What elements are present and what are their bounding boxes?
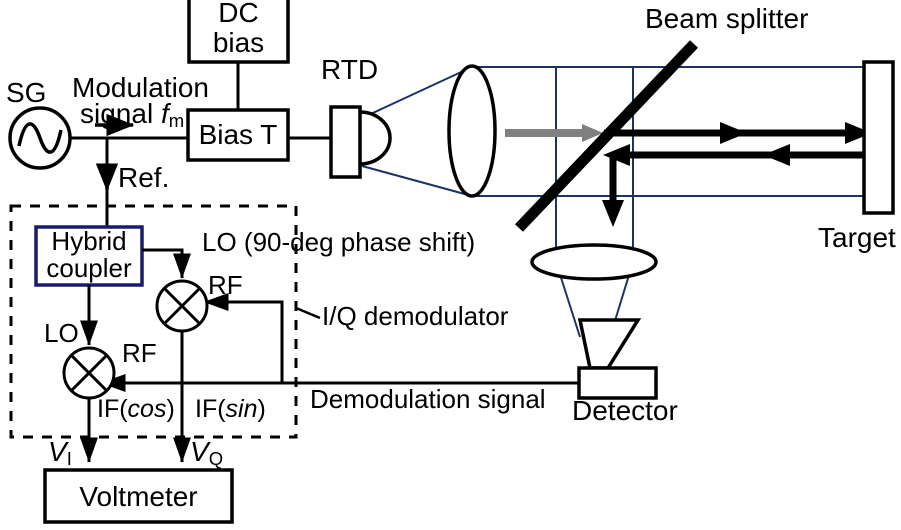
voltmeter-block bbox=[43, 468, 234, 524]
v-q-symbol: V bbox=[190, 436, 209, 467]
dc-bias-label-line2: bias bbox=[212, 27, 265, 58]
modulation-signal-line1: Modulation bbox=[72, 72, 209, 103]
v-i-symbol: V bbox=[48, 436, 67, 467]
lo-wiring bbox=[80, 248, 191, 346]
if-output-wiring bbox=[80, 331, 191, 463]
if-cos-prefix: IF( bbox=[97, 395, 128, 423]
if-sin-prefix: IF( bbox=[195, 395, 226, 423]
annotation-arrows bbox=[95, 113, 135, 192]
modulation-signal-line2: signal fm bbox=[80, 99, 184, 130]
iq-demodulator-label: I/Q demodulator bbox=[322, 301, 509, 331]
collimating-lens bbox=[447, 64, 497, 198]
target-block bbox=[862, 60, 895, 215]
beam-from-target-arrow bbox=[603, 144, 868, 166]
ref-label: Ref. bbox=[118, 162, 170, 193]
iq-demodulator-boundary bbox=[9, 204, 298, 439]
outgoing-beam-arrow bbox=[505, 124, 603, 142]
modulation-fm-symbol: f bbox=[160, 98, 169, 129]
sg-label: SG bbox=[6, 77, 47, 108]
beam-splitter-label: Beam splitter bbox=[645, 3, 809, 34]
mixer-i-symbol bbox=[62, 346, 116, 400]
demodulation-signal-label: Demodulation signal bbox=[310, 384, 546, 414]
if-sin-function: sin bbox=[225, 395, 258, 423]
hybrid-coupler-block bbox=[34, 225, 144, 287]
if-sin-suffix: ) bbox=[257, 395, 266, 423]
if-cos-suffix: ) bbox=[166, 395, 175, 423]
voltmeter-label: Voltmeter bbox=[79, 481, 198, 512]
bias-t-block bbox=[186, 108, 290, 162]
rtd-label: RTD bbox=[321, 54, 379, 85]
v-i-label: VI bbox=[48, 437, 72, 468]
rf-upper-label: RF bbox=[208, 270, 243, 300]
dc-bias-block bbox=[187, 0, 290, 64]
rtd-device bbox=[329, 105, 392, 179]
beam-down-arrow bbox=[602, 155, 624, 227]
lo-left-label: LO bbox=[44, 318, 79, 348]
target-label: Target bbox=[818, 222, 896, 253]
hybrid-coupler-label-line2: coupler bbox=[46, 253, 132, 283]
sg-source-symbol bbox=[8, 106, 72, 170]
hybrid-coupler-label-line1: Hybrid bbox=[51, 226, 127, 256]
if-cos-label: IF(cos) bbox=[97, 396, 175, 422]
lo-phase-shift-label: LO (90-deg phase shift) bbox=[202, 227, 476, 257]
mixer-q-symbol bbox=[155, 279, 209, 333]
v-q-subscript: Q bbox=[208, 448, 224, 470]
if-sin-label: IF(sin) bbox=[195, 396, 266, 422]
detector-label: Detector bbox=[572, 395, 678, 426]
v-q-label: VQ bbox=[190, 437, 223, 468]
v-i-subscript: I bbox=[66, 448, 72, 470]
iq-demodulator-leader bbox=[295, 306, 321, 320]
modulation-signal-text: signal bbox=[80, 98, 161, 129]
focusing-lens bbox=[530, 243, 658, 281]
beam-to-target-arrow bbox=[604, 122, 872, 144]
bias-t-label: Bias T bbox=[198, 119, 278, 150]
modulation-fm-subscript: m bbox=[168, 110, 185, 132]
rf-lower-label: RF bbox=[122, 338, 157, 368]
if-cos-function: cos bbox=[127, 395, 167, 423]
detector-device bbox=[577, 318, 658, 400]
dc-bias-label-line1: DC bbox=[218, 0, 259, 28]
